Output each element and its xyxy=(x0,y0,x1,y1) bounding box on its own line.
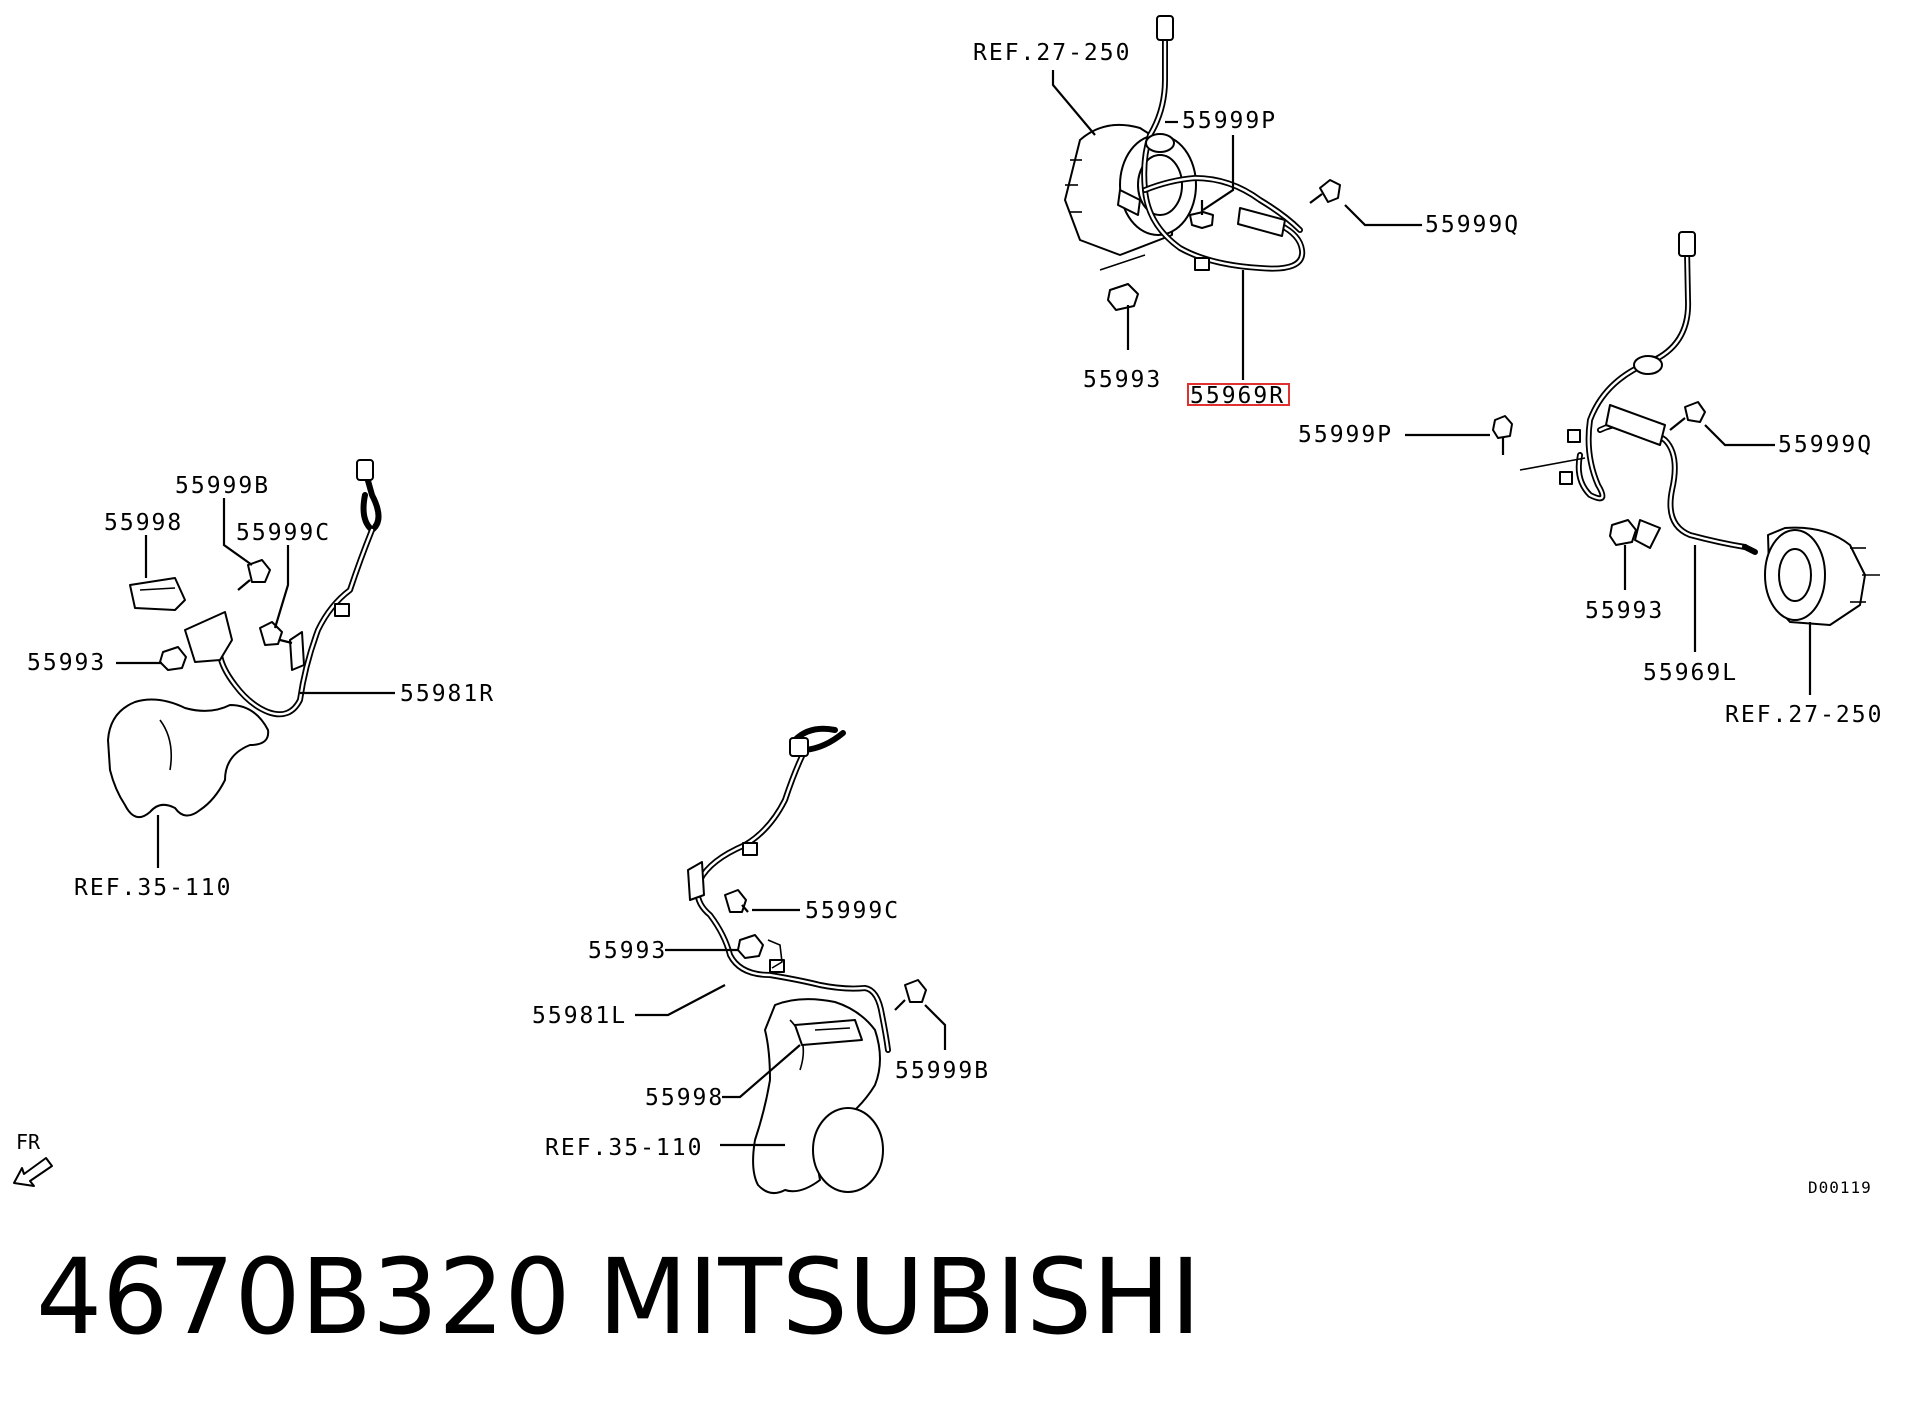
grommet-top xyxy=(1145,133,1175,153)
label-55999C-left: 55999C xyxy=(236,520,331,546)
label-ref-27-250-right: REF.27-250 xyxy=(1725,702,1883,728)
label-55993-left: 55993 xyxy=(27,650,106,676)
cable-55981R xyxy=(217,467,382,718)
nut-55993-right xyxy=(1609,519,1637,546)
bolt-55999P-right xyxy=(1492,415,1513,439)
connector-left xyxy=(356,459,374,481)
label-ref-35-110-bottom: REF.35-110 xyxy=(545,1135,703,1161)
bolt-55999B-left xyxy=(247,559,271,583)
front-direction-arrow-icon xyxy=(13,1157,53,1187)
label-55998-bottom: 55998 xyxy=(645,1085,724,1111)
assembly-bottom-rear-sensor: 55999C 55993 55981L 55998 55999B REF.35-… xyxy=(532,725,990,1195)
assembly-top-right-sensor: REF.27-250 55999P 55999Q 55993 55969R xyxy=(973,15,1520,409)
grommet-right xyxy=(1633,355,1663,375)
nut-55993-top xyxy=(1107,283,1139,311)
label-55999Q-right: 55999Q xyxy=(1778,432,1873,458)
bolt-55999Q-top xyxy=(1319,179,1341,203)
connector-bottom xyxy=(789,737,809,757)
label-55999P-top: 55999P xyxy=(1182,108,1277,134)
bolt-55999C-left xyxy=(259,621,283,646)
front-direction-label: FR xyxy=(16,1130,41,1154)
connector-right xyxy=(1678,231,1696,257)
label-55993-right: 55993 xyxy=(1585,598,1664,624)
clip-bottom xyxy=(742,842,758,856)
bracket-55998-bottom xyxy=(794,1019,863,1046)
label-55999B-bottom: 55999B xyxy=(895,1058,990,1084)
bolt-55999B-bottom xyxy=(904,979,927,1003)
label-55999C-bottom: 55999C xyxy=(805,898,900,924)
label-55999P-right: 55999P xyxy=(1298,422,1393,448)
nut-55993-bottom xyxy=(737,934,764,959)
brand-name: MITSUBISHI xyxy=(598,1236,1201,1358)
label-55969L: 55969L xyxy=(1643,660,1738,686)
bracket-55998-left xyxy=(129,577,186,611)
label-55999B-left: 55999B xyxy=(175,473,270,499)
label-55981R: 55981R xyxy=(400,681,495,707)
hub-bottom xyxy=(812,1107,884,1193)
bolt-55999Q-right xyxy=(1684,401,1706,423)
label-55998-left: 55998 xyxy=(104,510,183,536)
highlight-box-55969R xyxy=(1187,383,1290,406)
sensor-head-left xyxy=(184,611,233,663)
label-ref-35-110-left: REF.35-110 xyxy=(74,875,232,901)
clip-left xyxy=(334,603,350,617)
label-55993-bottom: 55993 xyxy=(588,938,667,964)
connector-top xyxy=(1156,15,1174,41)
label-55969R[interactable]: 55969R xyxy=(1190,383,1285,409)
label-55999Q-top: 55999Q xyxy=(1425,212,1520,238)
label-55993-top: 55993 xyxy=(1083,367,1162,393)
assembly-left-rear-sensor: 55999B 55998 55999C 55993 55981R REF.35-… xyxy=(27,459,495,901)
bracket-right xyxy=(1605,404,1666,446)
assembly-right-left-sensor: 55999P 55999Q 55993 55969L REF.27-250 xyxy=(1298,231,1883,728)
label-55981L: 55981L xyxy=(532,1003,627,1029)
bracket-top xyxy=(1237,207,1286,237)
part-number: 4670B320 xyxy=(36,1236,571,1358)
drawing-code: D00119 xyxy=(1808,1178,1872,1197)
bolt-55999C-bottom xyxy=(724,889,747,913)
knuckle-left xyxy=(107,698,270,819)
nut-55993-left xyxy=(159,646,187,671)
label-ref-27-250-top: REF.27-250 xyxy=(973,40,1131,66)
